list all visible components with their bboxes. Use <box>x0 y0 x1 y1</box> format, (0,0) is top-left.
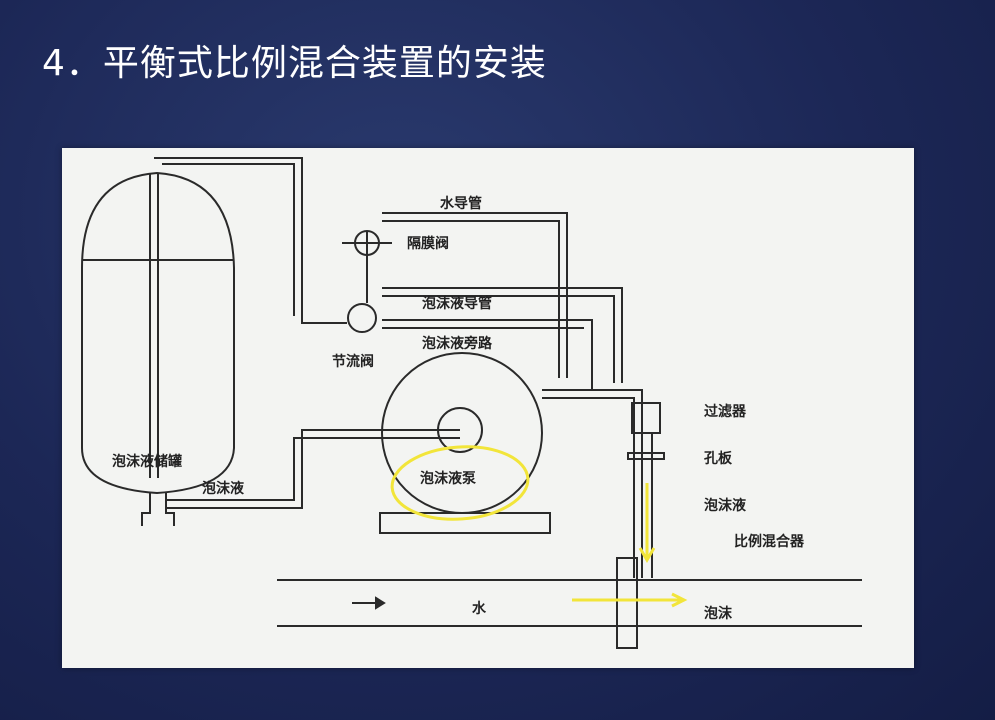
label-foam-liquid-right: 泡沫液 <box>704 497 747 514</box>
label-foam-bypass: 泡沫液旁路 <box>422 335 493 352</box>
label-water-pilot-pipe: 水导管 <box>440 195 482 212</box>
proportional-mixer <box>616 557 638 649</box>
label-foam-outlet: 泡沫 <box>704 605 733 622</box>
water-pilot-line <box>382 212 568 378</box>
label-orifice-plate: 孔板 <box>704 450 733 467</box>
diagram-panel: 水导管 隔膜阀 泡沫液导管 节流阀 泡沫液旁路 过滤器 孔板 泡沫液 比例混合器… <box>62 148 914 668</box>
label-foam-tank: 泡沫液储罐 <box>112 453 182 470</box>
filter <box>631 402 661 434</box>
foam-pilot-line <box>154 157 347 324</box>
foam-bypass-line <box>382 319 593 390</box>
label-foam-pump: 泡沫液泵 <box>420 470 476 487</box>
foam-pump-base <box>379 512 551 534</box>
slide-title: 4．平衡式比例混合装置的安装 <box>42 43 547 84</box>
label-filter: 过滤器 <box>704 403 747 420</box>
label-water: 水 <box>472 600 487 617</box>
flow-annotation <box>572 483 688 608</box>
label-diaphragm-valve: 隔膜阀 <box>407 235 449 252</box>
pump-discharge-line <box>542 389 643 578</box>
schematic-diagram: 水导管 隔膜阀 泡沫液导管 节流阀 泡沫液旁路 过滤器 孔板 泡沫液 比例混合器… <box>81 157 862 649</box>
label-proportional-mixer: 比例混合器 <box>734 533 805 550</box>
label-foam-pilot-pipe: 泡沫液导管 <box>422 295 492 312</box>
foam-tank <box>81 171 235 495</box>
main-water-pipe <box>277 579 862 627</box>
foam-pump-body <box>381 352 543 514</box>
label-throttle-valve: 节流阀 <box>332 353 374 370</box>
throttle-valve <box>347 303 377 333</box>
foam-liquid-line <box>166 429 382 509</box>
pump-highlight <box>390 445 530 521</box>
orifice-plate <box>627 452 665 460</box>
foam-pilot-pipe-line <box>382 287 623 383</box>
label-foam-liquid-bottom: 泡沫液 <box>202 480 245 497</box>
